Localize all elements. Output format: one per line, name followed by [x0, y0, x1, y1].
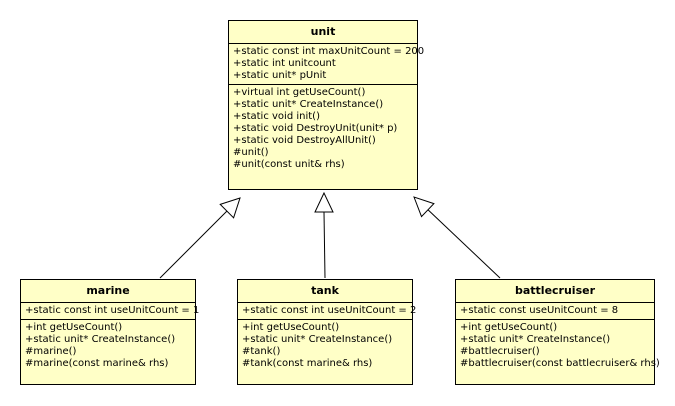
attribute: +static unit* pUnit	[233, 70, 327, 81]
operation: +static void DestroyUnit(unit* p)	[233, 123, 398, 134]
attributes-section: +static const int maxUnitCount = 200 +st…	[229, 44, 425, 84]
operation: +static unit* CreateInstance()	[25, 334, 176, 345]
class-marine[interactable]: marine +static const int useUnitCount = …	[20, 279, 200, 385]
operation: +virtual int getUseCount()	[233, 87, 366, 98]
operation: #tank(const marine& rhs)	[242, 358, 373, 369]
operation: +int getUseCount()	[460, 322, 558, 333]
operation: +int getUseCount()	[25, 322, 123, 333]
attribute: +static int unitcount	[233, 58, 336, 69]
operation: #battlecruiser(const battlecruiser& rhs)	[460, 358, 660, 369]
attribute: +static const int maxUnitCount = 200	[233, 46, 425, 57]
inheritance-line-marine	[159, 206, 232, 279]
attributes-section: +static const int useUnitCount = 1	[21, 303, 200, 319]
operation: +static void DestroyAllUnit()	[233, 135, 376, 146]
class-battlecruiser[interactable]: battlecruiser +static const useUnitCount…	[455, 279, 660, 385]
operations-section: +int getUseCount() +static unit* CreateI…	[456, 319, 660, 372]
operation: #marine(const marine& rhs)	[25, 358, 169, 369]
class-unit[interactable]: unit +static const int maxUnitCount = 20…	[228, 20, 425, 190]
operation: #marine()	[25, 346, 77, 357]
attribute: +static const useUnitCount = 8	[460, 305, 619, 316]
operation: #unit()	[233, 147, 269, 158]
operation: +static unit* CreateInstance()	[460, 334, 611, 345]
inheritance-line-tank	[323, 211, 326, 279]
class-tank[interactable]: tank +static const int useUnitCount = 2 …	[237, 279, 417, 385]
operations-section: +virtual int getUseCount() +static unit*…	[229, 84, 417, 173]
class-name: unit	[229, 21, 417, 44]
operation: #battlecruiser()	[460, 346, 540, 357]
operations-section: +int getUseCount() +static unit* CreateI…	[238, 319, 412, 372]
class-name: tank	[238, 280, 412, 303]
inheritance-arrowhead-marine	[219, 197, 241, 219]
operation: +static unit* CreateInstance()	[233, 99, 384, 110]
operation: #tank()	[242, 346, 281, 357]
operation: #unit(const unit& rhs)	[233, 159, 345, 170]
operation: +static unit* CreateInstance()	[242, 334, 393, 345]
attribute: +static const int useUnitCount = 1	[25, 305, 200, 316]
attribute: +static const int useUnitCount = 2	[242, 305, 417, 316]
inheritance-line-battlecruiser	[423, 205, 501, 279]
class-name: marine	[21, 280, 195, 303]
inheritance-arrowhead-battlecruiser	[413, 196, 435, 218]
operations-section: +int getUseCount() +static unit* CreateI…	[21, 319, 195, 372]
class-name: battlecruiser	[456, 280, 654, 303]
attributes-section: +static const useUnitCount = 8	[456, 303, 654, 319]
operation: +int getUseCount()	[242, 322, 340, 333]
operation: +static void init()	[233, 111, 320, 122]
attributes-section: +static const int useUnitCount = 2	[238, 303, 417, 319]
inheritance-arrowhead-tank	[314, 191, 334, 213]
